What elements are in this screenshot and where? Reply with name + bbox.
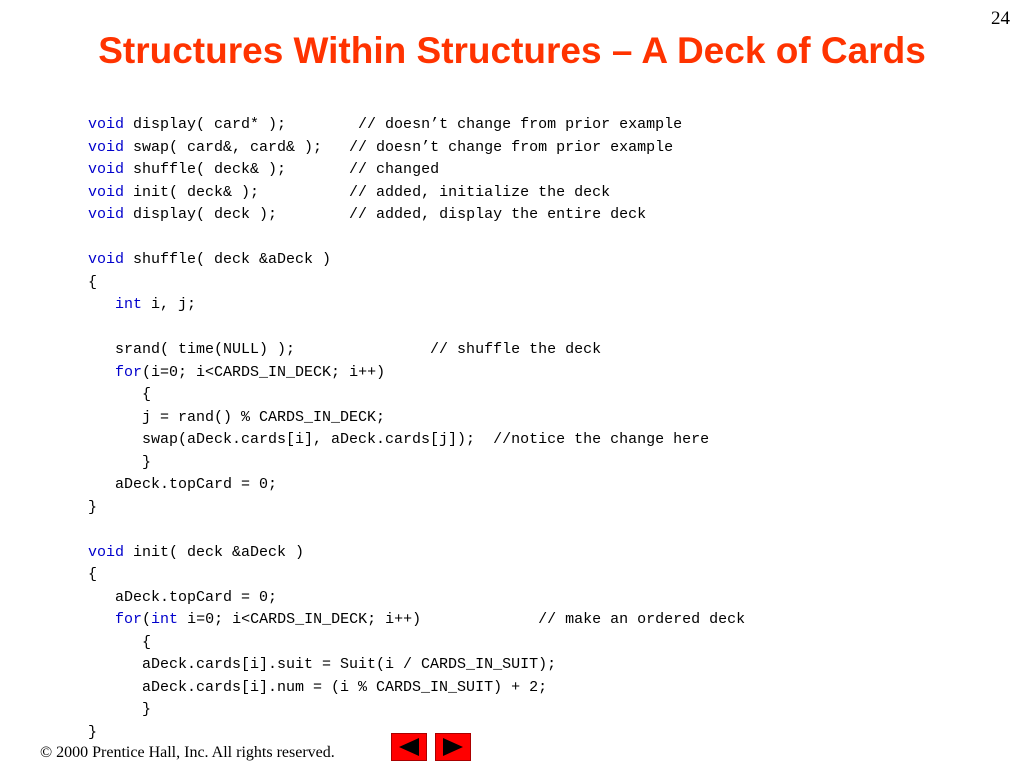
triangle-left-icon xyxy=(399,738,419,756)
code-keyword: int xyxy=(115,296,143,313)
code-text: aDeck.topCard = 0; xyxy=(88,476,278,493)
code-line: swap(aDeck.cards[i], aDeck.cards[j]); //… xyxy=(88,429,745,452)
slide-navigation xyxy=(391,733,471,761)
code-keyword: void xyxy=(88,138,125,156)
code-text: swap(aDeck.cards[i], aDeck.cards[j]); //… xyxy=(88,431,710,448)
code-text: shuffle( deck& ); // changed xyxy=(124,161,440,178)
previous-slide-button[interactable] xyxy=(391,733,427,761)
code-keyword: int xyxy=(151,611,179,628)
next-slide-button[interactable] xyxy=(435,733,471,761)
code-text: aDeck.cards[i].num = (i % CARDS_IN_SUIT)… xyxy=(88,678,548,696)
code-text: ( xyxy=(142,611,152,628)
code-keyword: void xyxy=(88,116,125,133)
code-line: } xyxy=(88,452,745,475)
slide-title: Structures Within Structures – A Deck of… xyxy=(98,30,926,71)
code-line: aDeck.cards[i].num = (i % CARDS_IN_SUIT)… xyxy=(88,677,745,700)
code-line: void init( deck& ); // added, initialize… xyxy=(88,182,745,205)
code-line xyxy=(88,317,745,340)
code-line: } xyxy=(88,722,745,745)
code-text: swap( card&, card& ); // doesn’t change … xyxy=(124,138,674,156)
code-text: } xyxy=(88,453,152,471)
code-text: shuffle( deck &aDeck ) xyxy=(124,251,332,268)
slide-number: 24 xyxy=(991,8,1010,29)
code-text: j = rand() % CARDS_IN_DECK; xyxy=(88,408,386,426)
code-text: { xyxy=(88,566,98,583)
code-line: srand( time(NULL) ); // shuffle the deck xyxy=(88,339,745,362)
code-line: aDeck.cards[i].suit = Suit(i / CARDS_IN_… xyxy=(88,654,745,677)
code-keyword: void xyxy=(88,251,125,268)
code-line: j = rand() % CARDS_IN_DECK; xyxy=(88,407,745,430)
code-text: { xyxy=(88,386,152,403)
code-text: { xyxy=(88,633,152,651)
code-line: void shuffle( deck& ); // changed xyxy=(88,159,745,182)
code-keyword: void xyxy=(88,161,125,178)
code-line xyxy=(88,519,745,542)
copyright-footer: © 2000 Prentice Hall, Inc. All rights re… xyxy=(40,744,335,761)
code-line: void init( deck &aDeck ) xyxy=(88,542,745,565)
code-text: { xyxy=(88,273,98,291)
code-line: void display( deck ); // added, display … xyxy=(88,204,745,227)
code-line: } xyxy=(88,497,745,520)
code-line: void display( card* ); // doesn’t change… xyxy=(88,114,745,137)
code-text xyxy=(88,364,115,381)
code-line: int i, j; xyxy=(88,294,745,317)
code-line: { xyxy=(88,564,745,587)
code-line: void shuffle( deck &aDeck ) xyxy=(88,249,745,272)
code-line: } xyxy=(88,699,745,722)
code-line: { xyxy=(88,632,745,655)
code-text: display( card* ); // doesn’t change from… xyxy=(124,116,683,133)
code-keyword: void xyxy=(88,543,125,561)
code-text xyxy=(88,611,115,628)
code-text: } xyxy=(88,701,152,718)
code-line xyxy=(88,227,745,250)
code-text: i, j; xyxy=(142,296,197,313)
code-text: i=0; i<CARDS_IN_DECK; i++) // make an or… xyxy=(178,611,746,628)
triangle-right-icon xyxy=(443,738,463,756)
code-keyword: for xyxy=(115,611,143,628)
code-line: aDeck.topCard = 0; xyxy=(88,587,745,610)
code-line: for(int i=0; i<CARDS_IN_DECK; i++) // ma… xyxy=(88,609,745,632)
code-line: { xyxy=(88,384,745,407)
code-text: init( deck& ); // added, initialize the … xyxy=(124,183,611,201)
code-line: aDeck.topCard = 0; xyxy=(88,474,745,497)
code-text: display( deck ); // added, display the e… xyxy=(124,206,647,223)
code-text: srand( time(NULL) ); // shuffle the deck xyxy=(88,341,602,358)
code-text: aDeck.cards[i].suit = Suit(i / CARDS_IN_… xyxy=(88,656,557,673)
code-text: } xyxy=(88,723,98,741)
code-keyword: void xyxy=(88,183,125,201)
code-text: init( deck &aDeck ) xyxy=(124,543,305,561)
code-block: void display( card* ); // doesn’t change… xyxy=(88,114,745,744)
code-text: aDeck.topCard = 0; xyxy=(88,588,278,606)
code-keyword: void xyxy=(88,206,125,223)
code-text: } xyxy=(88,498,98,516)
code-line: { xyxy=(88,272,745,295)
code-text xyxy=(88,296,115,313)
code-line: for(i=0; i<CARDS_IN_DECK; i++) xyxy=(88,362,745,385)
code-text: (i=0; i<CARDS_IN_DECK; i++) xyxy=(142,363,386,381)
code-line: void swap( card&, card& ); // doesn’t ch… xyxy=(88,137,745,160)
code-keyword: for xyxy=(115,363,143,381)
